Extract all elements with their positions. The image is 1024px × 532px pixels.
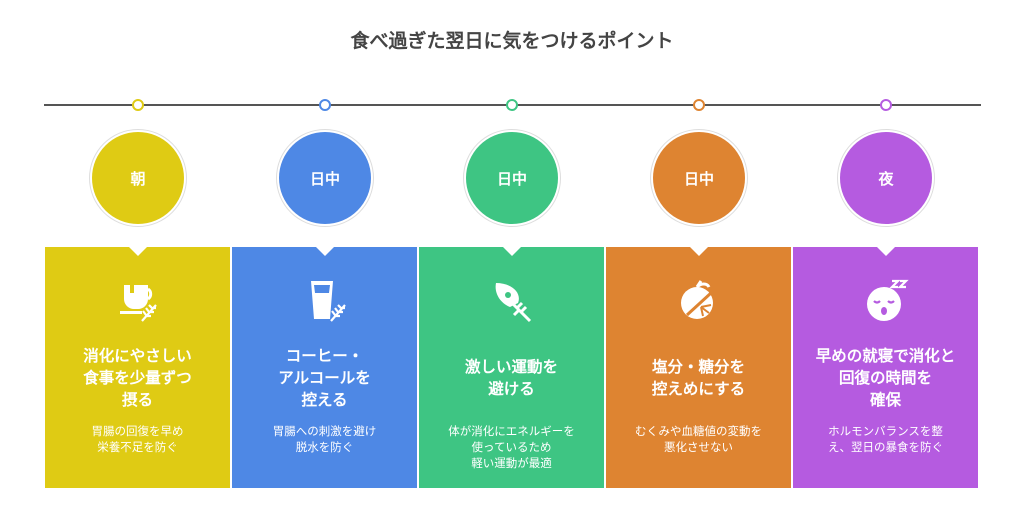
tip-heading: 消化にやさしい 食事を少量ずつ 摂る — [83, 347, 192, 409]
time-label: 朝 — [130, 169, 146, 188]
tip-heading: コーヒー・ アルコールを 控える — [278, 347, 371, 409]
tip-card: コーヒー・ アルコールを 控える 胃腸への刺激を避け 脱水を防ぐ — [232, 247, 417, 488]
timeline-dot — [319, 99, 331, 111]
time-label: 日中 — [683, 169, 714, 188]
tip-heading: 早めの就寝で消化と 回復の時間を 確保 — [815, 347, 956, 409]
card-notch — [876, 247, 895, 256]
leaf-icon — [488, 277, 536, 325]
card-notch — [128, 247, 147, 256]
tea-cup-icon — [114, 277, 162, 325]
tip-card: 早めの就寝で消化と 回復の時間を 確保 ホルモンバランスを整 え、翌日の暴食を防… — [793, 247, 978, 488]
card-notch — [502, 247, 521, 256]
time-label: 日中 — [496, 169, 527, 188]
time-circle: 朝 — [92, 132, 184, 224]
tip-heading: 激しい運動を 避ける — [464, 358, 558, 398]
time-circle: 日中 — [653, 132, 745, 224]
page-title: 食べ過ぎた翌日に気をつけるポイント — [350, 30, 674, 52]
timeline-dot — [132, 99, 144, 111]
tip-description: むくみや血糖値の変動を 悪化させない — [635, 424, 762, 454]
tip-card: 塩分・糖分を 控えめにする むくみや血糖値の変動を 悪化させない — [606, 247, 791, 488]
tip-description: 胃腸の回復を早め 栄養不足を防ぐ — [91, 424, 184, 454]
tip-description: ホルモンバランスを整 え、翌日の暴食を防ぐ — [828, 424, 943, 454]
card-notch — [689, 247, 708, 256]
card-notch — [315, 247, 334, 256]
tip-card: 消化にやさしい 食事を少量ずつ 摂る 胃腸の回復を早め 栄養不足を防ぐ — [45, 247, 230, 488]
time-label: 日中 — [309, 169, 340, 188]
orange-icon — [675, 277, 723, 325]
sleep-face-icon — [862, 277, 910, 325]
time-circle: 夜 — [840, 132, 932, 224]
time-circle: 日中 — [466, 132, 558, 224]
glass-icon — [301, 277, 349, 325]
tip-description: 体が消化にエネルギーを 使っているため 軽い運動が最適 — [448, 424, 575, 470]
tip-description: 胃腸への刺激を避け 脱水を防ぐ — [272, 424, 377, 454]
tip-card: 激しい運動を 避ける 体が消化にエネルギーを 使っているため 軽い運動が最適 — [419, 247, 604, 488]
tip-heading: 塩分・糖分を 控えめにする — [651, 358, 746, 398]
time-label: 夜 — [878, 169, 894, 188]
timeline-dot — [693, 99, 705, 111]
time-circle: 日中 — [279, 132, 371, 224]
timeline-dot — [880, 99, 892, 111]
timeline-dot — [506, 99, 518, 111]
